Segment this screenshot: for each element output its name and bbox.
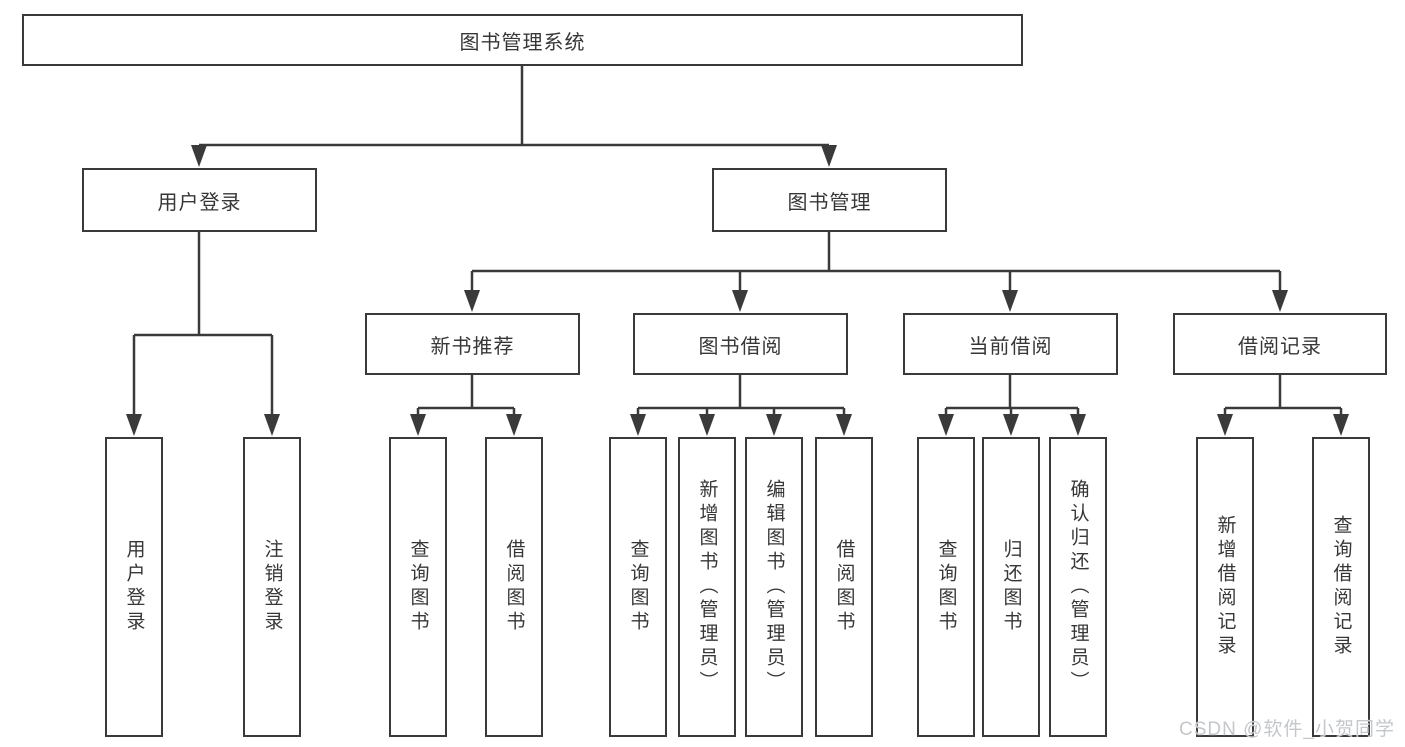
leaf-query-books-recommend: 查询图书 [389,437,447,737]
node-label: 查询借阅记录 [1330,515,1352,659]
node-label: 借阅记录 [1238,335,1322,358]
leaf-borrow-books: 借阅图书 [815,437,873,737]
node-label: 图书管理 [787,191,872,214]
arrowheads [126,145,1349,436]
node-borrow-records: 借阅记录 [1173,313,1387,375]
node-label: 查询图书 [935,539,957,635]
leaf-edit-books-admin: 编辑图书（管理员） [745,437,803,737]
node-label: 归还图书 [1000,539,1022,635]
node-label: 注销登录 [261,539,283,635]
node-label: 查询图书 [407,539,429,635]
leaf-borrow-books-recommend: 借阅图书 [485,437,543,737]
leaf-logout: 注销登录 [243,437,301,737]
node-book-management: 图书管理 [712,168,947,232]
node-label: 用户登录 [123,539,145,635]
node-label: 用户登录 [157,191,242,214]
node-label: 图书管理系统 [459,31,586,54]
node-label: 借阅图书 [503,539,525,635]
leaf-user-login: 用户登录 [105,437,163,737]
node-current-borrow: 当前借阅 [903,313,1118,375]
leaf-confirm-return-admin: 确认归还（管理员） [1049,437,1107,737]
leaf-add-books-admin: 新增图书（管理员） [678,437,736,737]
leaf-query-books-current: 查询图书 [917,437,975,737]
node-label: 图书借阅 [698,335,783,358]
leaf-return-books: 归还图书 [982,437,1040,737]
leaf-query-books-borrow: 查询图书 [609,437,667,737]
node-label: 查询图书 [627,539,649,635]
node-book-borrow: 图书借阅 [633,313,848,375]
leaf-add-borrow-record: 新增借阅记录 [1196,437,1254,737]
node-new-book-recommend: 新书推荐 [365,313,580,375]
node-label: 确认归还（管理员） [1067,479,1089,695]
leaf-query-borrow-record: 查询借阅记录 [1312,437,1370,737]
csdn-watermark: CSDN @软件_小贺同学 [1179,719,1395,740]
node-user-login: 用户登录 [82,168,317,232]
node-label: 借阅图书 [833,539,855,635]
node-label: 新增借阅记录 [1214,515,1236,659]
node-label: 编辑图书（管理员） [763,479,785,695]
node-label: 当前借阅 [968,335,1053,358]
node-label: 新书推荐 [430,335,515,358]
node-label: 新增图书（管理员） [696,479,718,695]
node-root-system: 图书管理系统 [22,14,1023,66]
